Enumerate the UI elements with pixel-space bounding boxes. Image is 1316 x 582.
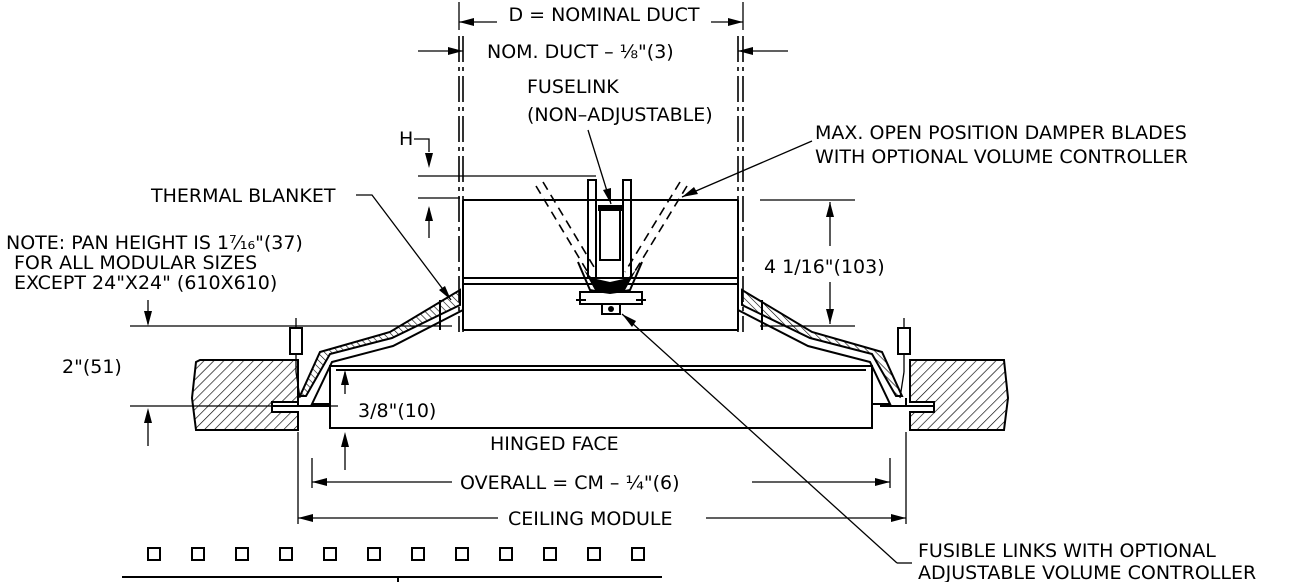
face-offset-dimension: 3/8"(10) [320,370,436,470]
face-offset-label: 3/8"(10) [358,400,436,422]
damper-mechanism [535,179,688,315]
fusible-links-label-line2: ADJUSTABLE VOLUME CONTROLLER [918,562,1256,582]
ceiling-module-label: CEILING MODULE [508,508,673,530]
diffuser-pan [298,288,904,405]
hinged-face-panel: HINGED FACE [329,365,873,455]
collar-height-label: 4 1/16"(103) [764,256,885,278]
nom-duct-minus-label: NOM. DUCT – ⅛"(3) [487,41,674,63]
plan-view-fragment [122,547,662,582]
nominal-duct-label: D = NOMINAL DUCT [508,4,699,26]
fusible-links-label-line1: FUSIBLE LINKS WITH OPTIONAL [918,540,1216,562]
note-line3: EXCEPT 24"X24" (610X610) [14,272,277,294]
overall-label: OVERALL = CM – ¼"(6) [460,472,680,494]
max-open-label-line2: WITH OPTIONAL VOLUME CONTROLLER [815,146,1188,168]
hinged-face-label: HINGED FACE [490,433,619,455]
h-label: H [399,128,413,150]
note-line1: NOTE: PAN HEIGHT IS 1⁷⁄₁₆"(37) [6,232,303,254]
nom-duct-minus-dimension: NOM. DUCT – ⅛"(3) [418,41,788,63]
ceiling-module-dimension: CEILING MODULE [297,432,907,530]
ceiling-right [880,318,1010,431]
ceiling-left [190,318,330,431]
thermal-blanket-label: THERMAL BLANKET [150,185,336,207]
pan-height-label: 2"(51) [62,356,122,378]
fuselink-label-line1: FUSELINK [527,76,619,98]
note-line2: FOR ALL MODULAR SIZES [14,252,257,274]
max-open-label-line1: MAX. OPEN POSITION DAMPER BLADES [815,122,1187,144]
h-dimension: H [399,128,596,238]
overall-dimension: OVERALL = CM – ¼"(6) [311,458,891,494]
fusible-links-callout: FUSIBLE LINKS WITH OPTIONAL ADJUSTABLE V… [621,313,1256,582]
fuselink-label-line2: (NON–ADJUSTABLE) [527,104,713,126]
collar-height-dimension: 4 1/16"(103) [760,199,885,327]
nominal-duct-dimension: D = NOMINAL DUCT [458,2,744,30]
